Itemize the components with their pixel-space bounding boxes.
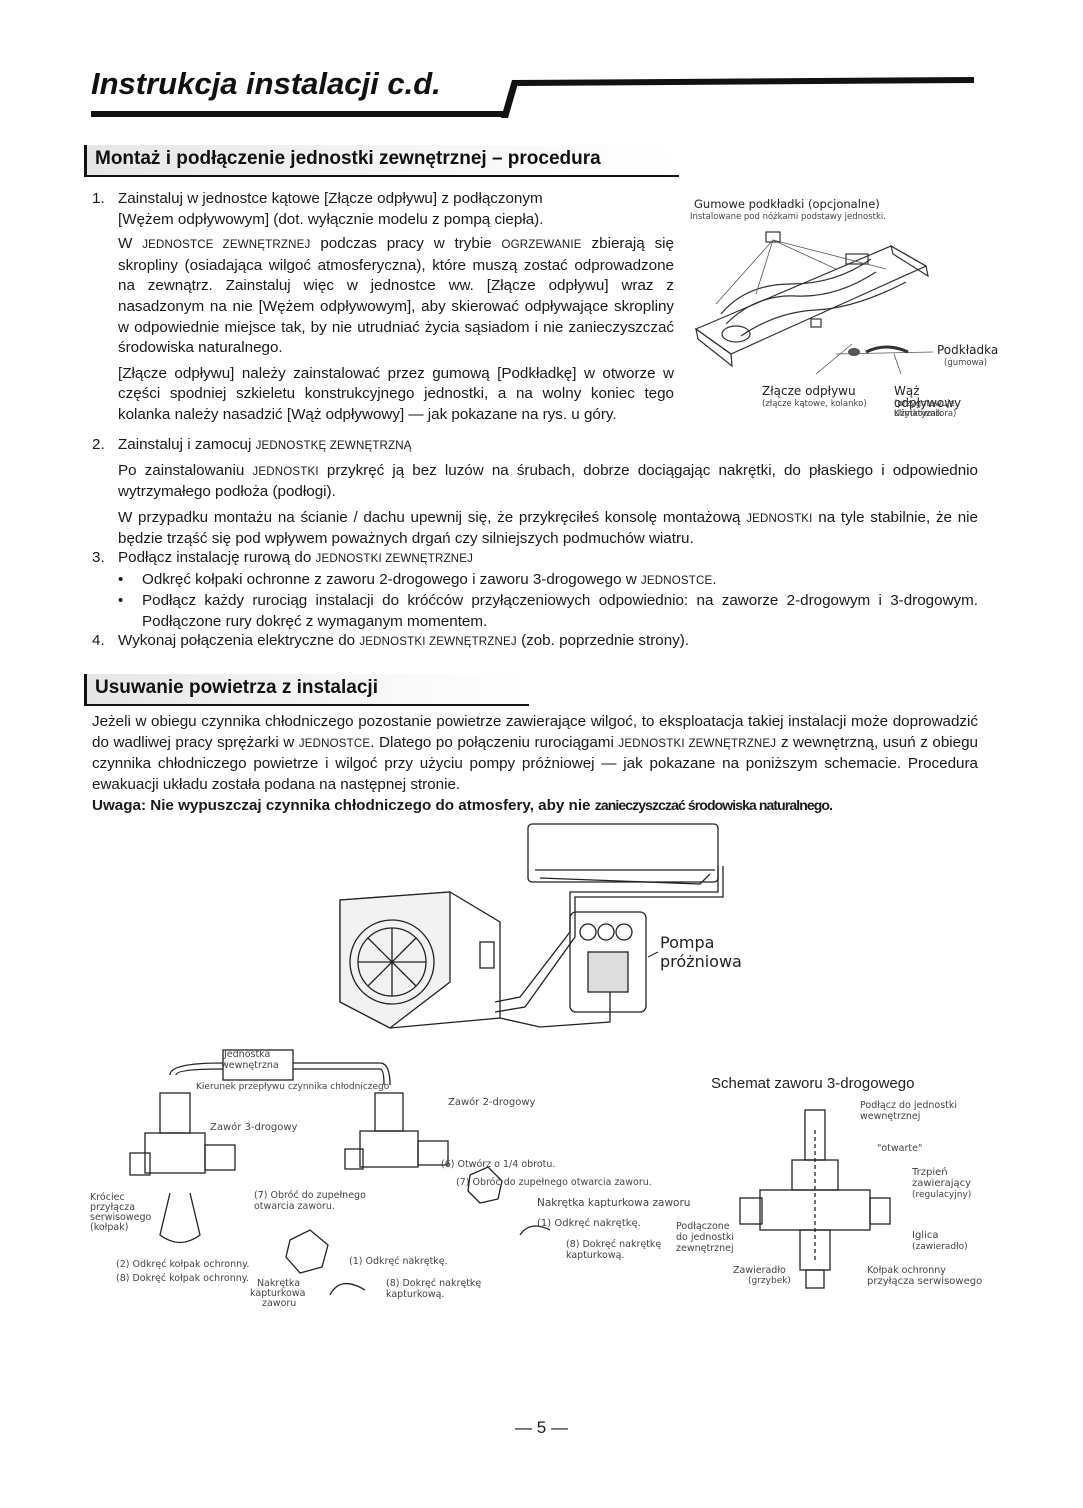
label-krociec2: przyłącza xyxy=(90,1202,136,1213)
label-podlacz-z2: do jednostki xyxy=(676,1232,735,1243)
label-nakretka1: Nakrętka xyxy=(257,1278,301,1289)
label-trzpien2: zawierający xyxy=(912,1178,972,1189)
label-zlacze-sub: (złącze kątowe, kolanko) xyxy=(762,399,867,409)
label-zawor3: Zawór 3-drogowy xyxy=(210,1122,298,1133)
label-zawieradlo2: (grzybek) xyxy=(748,1276,791,1286)
label-podlacz-z1: Podłączone xyxy=(676,1221,730,1232)
label-trzpien1: Trzpień xyxy=(912,1167,948,1178)
label-odkrec1b: (1) Odkręć nakrętkę. xyxy=(349,1256,448,1267)
label-odkrec1: (1) Odkręć nakrętkę. xyxy=(537,1218,641,1229)
page-title: Instrukcja instalacji c.d. xyxy=(91,66,441,101)
label-podkladka: Podkładka xyxy=(937,343,999,357)
label-iglica1: Iglica xyxy=(912,1230,939,1241)
label-dokrec8b: (8) Dokręć kołpak ochronny. xyxy=(116,1273,250,1284)
label-jednostka2: wewnętrzna xyxy=(221,1060,279,1071)
section-heading-montaz: Montaż i podłączenie jednostki zewnętrzn… xyxy=(84,145,679,177)
label-nakretka2: kapturkowa xyxy=(250,1288,306,1299)
label-krociec1: Króciec xyxy=(90,1192,125,1203)
label-podkladka-sub: (gumowa) xyxy=(944,358,988,368)
warning-note: Uwaga: Nie wypuszczaj czynnika chłodnicz… xyxy=(92,797,833,814)
label-otwarte: "otwarte" xyxy=(877,1143,923,1154)
schemat-title: Schemat zaworu 3-drogowego xyxy=(711,1075,915,1092)
label-podlacz-w2: wewnętrznej xyxy=(860,1111,921,1122)
label-waz-sub1: (przygotowuje Użytkownik xyxy=(894,399,955,419)
figure-caption-sub: Instalowane pod nóżkami podstawy jednost… xyxy=(690,212,886,222)
label-dokrec8c2: kapturkową. xyxy=(386,1289,445,1300)
label-obroc7a: (7) Obróć do zupełnego otwarcia zaworu. xyxy=(456,1177,652,1188)
step-3: 3. Podłącz instalację rurową do JEDNOSTK… xyxy=(92,549,978,630)
page-number: — 5 — xyxy=(515,1418,568,1437)
label-zawor2: Zawór 2-drogowy xyxy=(448,1097,536,1108)
label-trzpien3: (regulacyjny) xyxy=(912,1190,972,1200)
label-jednostka1: Jednostka xyxy=(224,1049,271,1060)
label-dokrec8c1: (8) Dokręć nakrętkę xyxy=(386,1278,482,1289)
step-2: 2. Zainstaluj i zamocuj JEDNOSTKĘ ZEWNĘT… xyxy=(92,436,978,548)
label-kolpak2: przyłącza serwisowego xyxy=(867,1276,983,1287)
label-krociec3: serwisowego xyxy=(90,1212,152,1223)
base-frame-drawing xyxy=(694,231,934,375)
label-waz: Wąż odpływowy xyxy=(894,384,962,410)
step-1: 1. Zainstaluj w jednostce kątowe [Złącze… xyxy=(92,190,674,423)
label-prozniowa: próżniowa xyxy=(660,952,742,971)
label-kierunek: Kierunek przepływu czynnika chłodniczego xyxy=(196,1082,390,1092)
vacuum-setup-drawing xyxy=(339,823,724,1029)
label-nakretka3: zaworu xyxy=(262,1298,297,1309)
label-pompa: Pompa xyxy=(660,933,715,952)
valve-procedure-drawing xyxy=(129,1049,551,1296)
three-way-valve-drawing xyxy=(739,1109,891,1289)
label-podlacz-w1: Podłącz do jednostki xyxy=(860,1100,958,1111)
section2-paragraph: Jeżeli w obiegu czynnika chłodniczego po… xyxy=(92,713,979,793)
title-rule xyxy=(91,77,974,118)
step-4: 4. Wykonaj połączenia elektryczne do JED… xyxy=(92,632,690,649)
label-krociec4: (kołpak) xyxy=(90,1222,129,1233)
label-nakretka-kap: Nakrętka kapturkowa zaworu xyxy=(537,1197,691,1209)
label-odkrec2: (2) Odkręć kołpak ochronny. xyxy=(116,1259,250,1270)
label-dokrec8a2: kapturkową. xyxy=(566,1250,625,1261)
label-podlacz-z3: zewnętrznej xyxy=(676,1243,734,1254)
label-iglica2: (zawieradło) xyxy=(912,1242,968,1252)
section-heading-usuwanie: Usuwanie powietrza z instalacji xyxy=(84,674,529,706)
figure-caption: Gumowe podkładki (opcjonalne) xyxy=(694,197,880,211)
label-zawieradlo1: Zawieradło xyxy=(733,1265,786,1276)
label-otworz: (6) Otwórz o 1/4 obrotu. xyxy=(441,1159,556,1170)
label-dokrec8a1: (8) Dokręć nakrętkę xyxy=(566,1239,662,1250)
label-zlacze: Złącze odpływu xyxy=(762,384,856,398)
label-kolpak1: Kołpak ochronny xyxy=(867,1265,946,1276)
label-waz-sub2: Klimatyzatora) xyxy=(894,409,957,419)
label-obroc7b1: (7) Obróć do zupełnego xyxy=(254,1190,366,1201)
label-obroc7b2: otwarcia zaworu. xyxy=(254,1201,335,1212)
